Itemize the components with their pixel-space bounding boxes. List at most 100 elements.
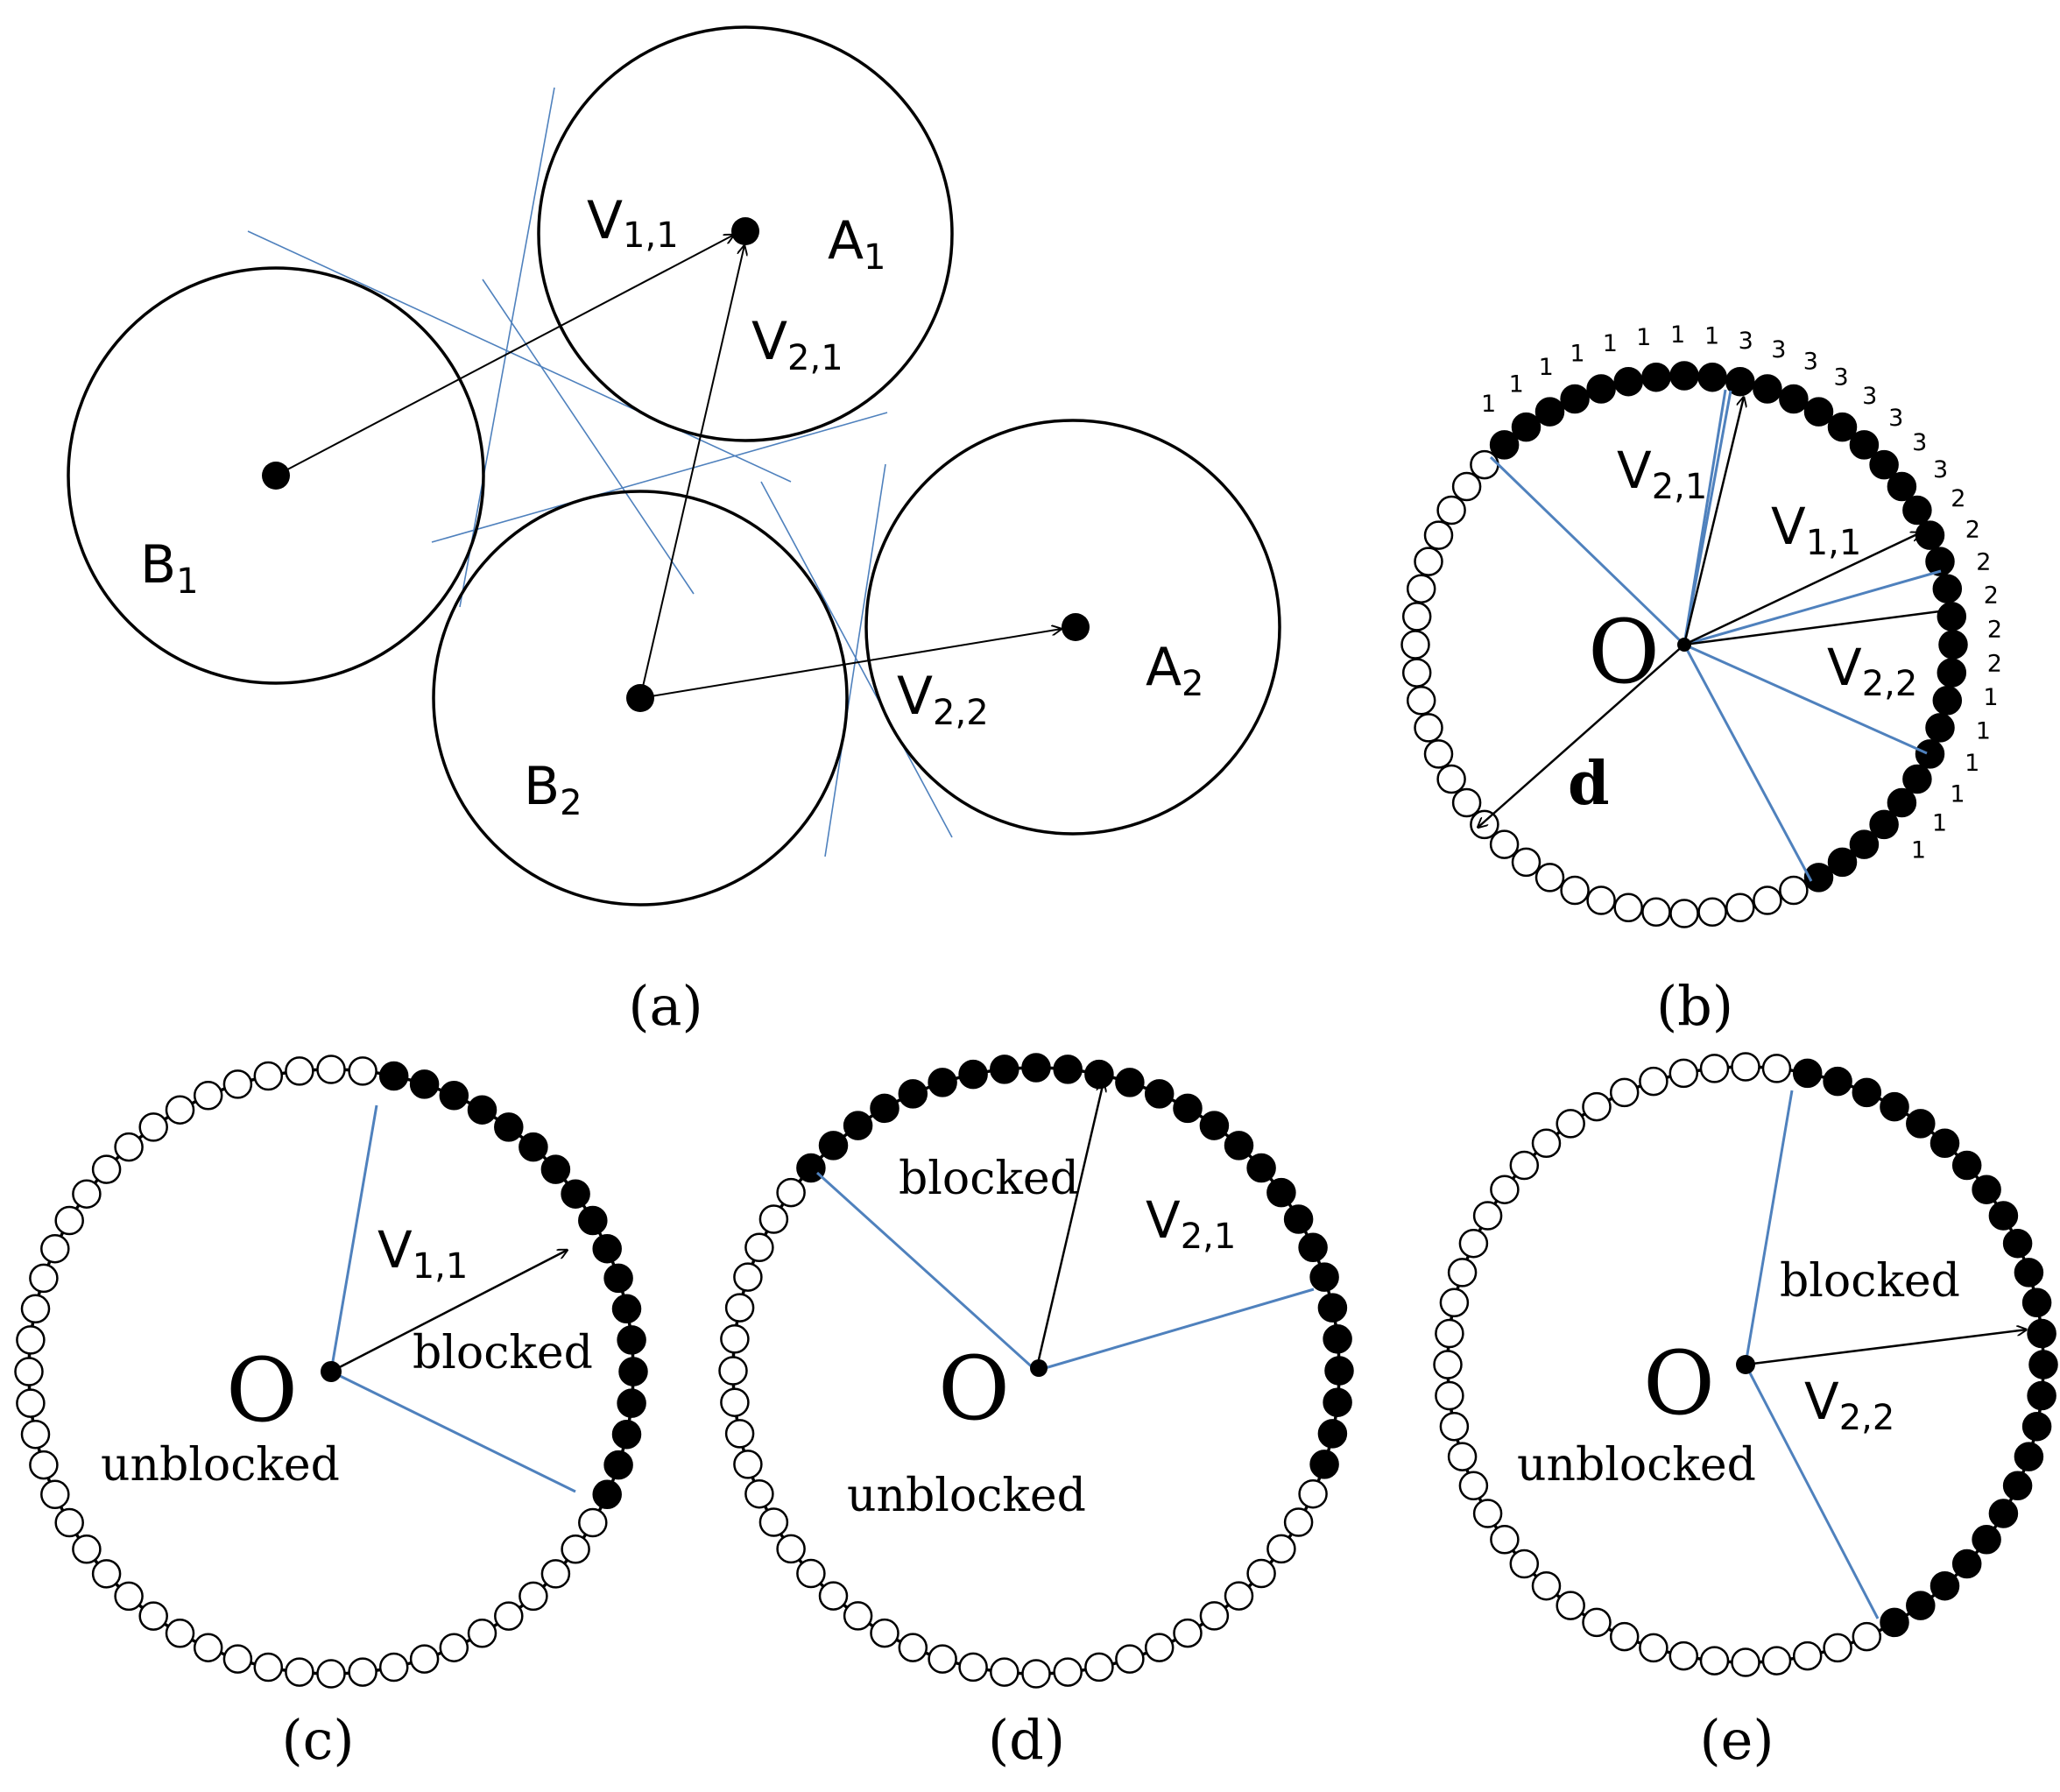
marker-count-label: 3 xyxy=(1803,349,1818,376)
caption-e: (e) xyxy=(1699,1708,1774,1772)
unblocked-marker xyxy=(1406,686,1436,716)
unblocked-marker xyxy=(253,1061,284,1091)
blocked-marker xyxy=(1586,374,1616,404)
blocked-marker xyxy=(1869,809,1899,840)
unblocked-marker xyxy=(1556,1591,1585,1620)
origin-dot xyxy=(1030,1359,1048,1377)
blocked-marker xyxy=(1849,430,1880,460)
blocked-marker xyxy=(870,1093,899,1124)
unblocked-marker xyxy=(1753,885,1782,915)
blocked-marker xyxy=(1115,1068,1145,1097)
unblocked-marker xyxy=(1439,1411,1470,1442)
blocked-label: blocked xyxy=(899,1153,1079,1205)
blocked-marker xyxy=(1173,1093,1203,1124)
blocked-marker xyxy=(1511,412,1541,442)
blocked-marker xyxy=(1053,1055,1083,1084)
label-v11: V1,1 xyxy=(587,190,679,256)
blocked-marker xyxy=(1697,362,1727,392)
blocked-marker xyxy=(618,1357,648,1386)
unblocked-marker xyxy=(744,1478,774,1509)
sector-boundaries xyxy=(1489,389,1942,882)
ring-markers xyxy=(1433,1052,2058,1677)
sector-line xyxy=(1683,569,1942,646)
blocked-marker xyxy=(1902,495,1932,526)
unblocked-marker xyxy=(990,1657,1019,1687)
unblocked-marker xyxy=(14,1357,44,1386)
blocked-marker xyxy=(1309,1262,1339,1292)
unblocked-marker xyxy=(1436,495,1466,526)
unblocked-marker xyxy=(193,1081,223,1111)
distance-label: d xyxy=(1568,749,1610,819)
unblocked-marker xyxy=(1406,574,1436,603)
unblocked-marker xyxy=(1401,602,1432,631)
unblocked-marker xyxy=(114,1132,144,1162)
unblocked-marker xyxy=(16,1325,46,1355)
blocked-marker xyxy=(1309,1450,1339,1479)
vector-v11-arrow xyxy=(330,1250,568,1373)
unblocked-marker xyxy=(1668,1058,1699,1089)
tangent-line xyxy=(482,279,695,595)
vector-v21-arrow xyxy=(1683,397,1744,646)
distance-d-arrow xyxy=(1478,644,1685,828)
origin-label: O xyxy=(226,1339,298,1442)
unblocked-marker xyxy=(1779,875,1809,906)
vector-v22-arrow xyxy=(1683,610,1953,646)
marker-count-label: 3 xyxy=(1739,328,1753,355)
unblocked-marker xyxy=(91,1559,122,1589)
unblocked-marker xyxy=(20,1419,51,1450)
unblocked-marker xyxy=(1283,1507,1314,1537)
unblocked-marker xyxy=(1609,1077,1640,1108)
origin-dot xyxy=(1677,638,1691,652)
marker-count-label: 1 xyxy=(1636,324,1651,351)
unblocked-marker xyxy=(114,1581,144,1612)
blocked-marker xyxy=(1792,1058,1823,1089)
blocked-marker xyxy=(1803,397,1834,427)
unblocked-marker xyxy=(439,1633,469,1662)
tangent-line xyxy=(431,412,888,543)
unblocked-marker xyxy=(1556,1109,1585,1139)
blocked-marker xyxy=(990,1055,1019,1084)
caption-d: (d) xyxy=(988,1708,1065,1772)
unblocked-label: unblocked xyxy=(847,1470,1086,1522)
unblocked-marker xyxy=(16,1388,46,1418)
unblocked-marker xyxy=(1470,809,1499,840)
unblocked-marker xyxy=(467,1619,497,1648)
unblocked-marker xyxy=(1613,892,1643,923)
unblocked-marker xyxy=(72,1179,102,1209)
unblocked-marker xyxy=(1451,787,1482,818)
unblocked-marker xyxy=(29,1263,59,1294)
marker-count-label: 3 xyxy=(1912,429,1927,456)
unblocked-marker xyxy=(1639,1633,1668,1663)
unblocked-marker xyxy=(1447,1258,1478,1288)
label-v11: V1,1 xyxy=(1771,497,1861,563)
blocked-marker xyxy=(1613,366,1643,397)
unblocked-marker xyxy=(519,1581,548,1612)
blocked-marker xyxy=(958,1059,988,1090)
sector-line xyxy=(1683,644,1813,882)
unblocked-label: unblocked xyxy=(1517,1439,1756,1492)
unblocked-marker xyxy=(818,1581,849,1611)
marker-count-label: 2 xyxy=(1976,549,1991,576)
unblocked-marker xyxy=(758,1507,789,1537)
unblocked-marker xyxy=(843,1601,873,1631)
unblocked-marker xyxy=(928,1644,957,1674)
blocked-marker xyxy=(1246,1153,1276,1183)
marker-count-label: 1 xyxy=(1983,684,1998,711)
unblocked-marker xyxy=(1823,1633,1852,1663)
unblocked-marker xyxy=(1053,1657,1083,1687)
blocked-marker xyxy=(1283,1204,1314,1234)
circle-b2 xyxy=(432,490,849,907)
origin-label: O xyxy=(938,1337,1010,1440)
unblocked-marker xyxy=(744,1232,774,1263)
unblocked-marker xyxy=(578,1507,608,1538)
blocked-marker xyxy=(378,1061,409,1091)
blocked-marker xyxy=(898,1079,928,1109)
unblocked-marker xyxy=(1401,658,1432,688)
unblocked-marker xyxy=(1414,547,1443,576)
unblocked-marker xyxy=(1470,449,1499,480)
sector-line xyxy=(1683,390,1732,646)
unblocked-marker xyxy=(1472,1201,1503,1231)
unblocked-marker xyxy=(222,1069,253,1099)
blocked-marker xyxy=(1929,1570,1960,1601)
